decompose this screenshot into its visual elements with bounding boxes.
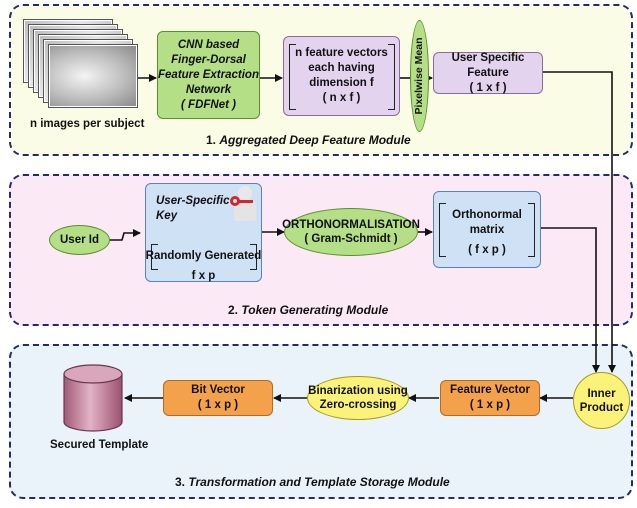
usf-line2: ( 1 x f ) [469,81,507,94]
fv-line4: ( n x f ) [322,92,361,104]
usf-line1: User Specific Feature [451,51,525,79]
fv-bracket-left [289,44,296,110]
cnn-line3: Feature Extraction [158,68,259,81]
cnn-fdfnet-box: CNN based Finger-Dorsal Feature Extracti… [157,31,260,119]
arrow-matrix-to-inner-product [540,227,600,373]
user-id-label: User Id [60,234,99,246]
feature-vector-box: Feature Vector ( 1 x p ) [440,380,540,416]
finger-image-stack [24,20,137,110]
matrix-bracket-right [528,203,535,257]
cnn-line2: Finger-Dorsal [171,53,246,66]
fv-bracket-right [388,44,395,110]
user-id-ellipse: User Id [49,225,110,255]
key-bracket-left [151,244,158,270]
module3-caption: 3. Transformation and Template Storage M… [175,475,450,489]
module1-title: Aggregated Deep Feature Module [219,133,411,147]
bit-line1: Bit Vector [191,384,245,396]
module2-title: Token Generating Module [241,303,389,317]
inner-line1: Inner [587,387,616,400]
module3-number: 3. [175,475,186,489]
matrix-line2: ( f x p ) [468,244,506,256]
key-icon [228,186,258,222]
orthonormal-matrix-box: Orthonormal matrix ( f x p ) [433,191,541,268]
bin-line1: Binarization using [308,385,408,397]
pixelwise-mean-ellipse [410,20,429,132]
key-random-label: Randomly Generated [145,250,262,262]
fv-line3: dimension f [309,77,374,89]
images-label: n images per subject [30,118,145,130]
pixelwise-mean-label: Pixelwise Mean [413,37,425,115]
key-line1: User-Specific [156,195,230,207]
fvec-line1: Feature Vector [450,384,530,396]
orthonormalisation-ellipse: ORTHONORMALISATION ( Gram-Schmidt ) [282,208,420,256]
cnn-line5: ( FDFNet ) [181,98,236,111]
key-dim-label: f x p [191,270,216,282]
key-bracket-right [250,244,257,270]
bit-line2: ( 1 x p ) [197,399,239,411]
module1-caption: 1. Aggregated Deep Feature Module [206,133,411,147]
module3-title: Transformation and Template Storage Modu… [188,475,450,489]
module2-caption: 2. Token Generating Module [228,303,388,317]
inner-product-circle: Inner Product [573,372,630,429]
bin-line2: Zero-crossing [319,399,397,411]
fvec-line2: ( 1 x p ) [469,399,511,411]
feature-vectors-box: n feature vectors each having dimension … [283,36,400,116]
matrix-line1: Orthonormal matrix [452,209,522,236]
module2-number: 2. [228,303,239,317]
database-cylinder-icon [63,364,123,432]
user-specific-feature-box: User Specific Feature ( 1 x f ) [433,52,543,94]
arrow-userid-to-key [110,229,141,241]
module1-number: 1. [206,133,217,147]
inner-line2: Product [579,401,624,414]
secured-template-label: Secured Template [50,439,149,451]
ortho-line2: ( Gram-Schmidt ) [304,233,398,245]
key-line2: Key [156,210,178,222]
arrow-user-feature-to-inner-product [543,71,616,373]
binarization-ellipse: Binarization using Zero-crossing [307,376,409,420]
cnn-line1: CNN based [177,38,240,51]
ortho-line1: ORTHONORMALISATION [282,219,420,231]
fv-line2: each having [308,62,375,74]
fv-line1: n feature vectors [295,47,388,59]
bit-vector-box: Bit Vector ( 1 x p ) [163,380,273,416]
matrix-bracket-left [439,203,446,257]
cnn-line4: Network [185,83,232,96]
